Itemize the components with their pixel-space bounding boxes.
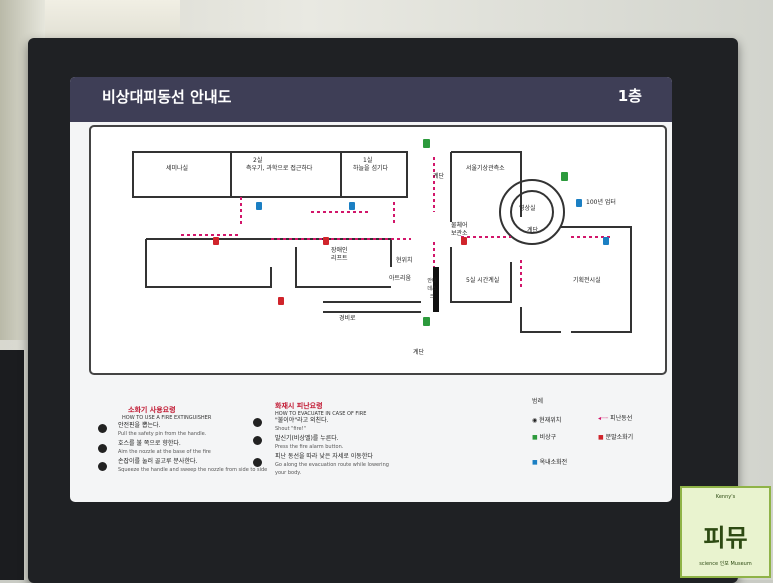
exit-sign-north bbox=[423, 139, 430, 148]
east-mid-wall bbox=[450, 247, 512, 303]
extinguisher-step-3-en: Squeeze the handle and sweep the nozzle … bbox=[118, 467, 268, 473]
route-arrow-icon: ◂┄┄ bbox=[598, 415, 609, 422]
evacuation-step-2-en: Press the fire alarm button. bbox=[275, 444, 344, 450]
fire-extinguisher-icon: ■ bbox=[598, 434, 604, 441]
hydrant-center bbox=[323, 237, 329, 245]
evacuation-step-1-ko: "불이야"라고 외친다. bbox=[275, 417, 329, 424]
exit-icon: ■ bbox=[532, 434, 538, 441]
legend-route-label: 피난동선 bbox=[610, 415, 633, 422]
extinguisher-step-2-ko: 호스를 불 쪽으로 향한다. bbox=[118, 440, 181, 447]
evacuation-title-en: HOW TO EVACUATE IN CASE OF FIRE bbox=[275, 411, 367, 417]
room-2-sub: 측우기, 과학으로 접근하다 bbox=[246, 165, 313, 172]
legend-current-label: 현재위치 bbox=[539, 417, 562, 424]
room-accessible-lift: 장애인 리프트 bbox=[331, 247, 348, 262]
logo-top-text: Kenny's bbox=[715, 494, 736, 500]
extinguisher-room1 bbox=[349, 202, 355, 210]
legend-route: ◂┄┄ 피난동선 bbox=[598, 413, 632, 422]
guard-room: 경비로 bbox=[339, 315, 356, 322]
hydrant-south bbox=[278, 297, 284, 305]
evacuation-step-2-icon bbox=[253, 436, 262, 445]
south-east-wall bbox=[520, 307, 561, 333]
east-north-wall bbox=[450, 151, 522, 222]
evacuation-step-1-en: Shout "fire!" bbox=[275, 426, 306, 432]
extinguisher-step-2: 호스를 불 쪽으로 향한다. Aim the nozzle at the bas… bbox=[118, 440, 211, 456]
logo-main-text: 피뮤 bbox=[703, 524, 748, 552]
extinguisher-step-2-icon bbox=[98, 444, 107, 453]
room-seminar: 세미나실 bbox=[166, 165, 189, 172]
southwest-wall bbox=[145, 239, 272, 288]
floor-plan-svg bbox=[132, 151, 632, 333]
extinguisher-east bbox=[576, 199, 582, 207]
evacuation-map-panel: 비상대피동선 안내도 1층 bbox=[70, 77, 672, 502]
room-planning: 기획전시실 bbox=[573, 277, 601, 284]
room-2: 2실 bbox=[253, 157, 263, 164]
legend-exit: ■ 비상구 bbox=[532, 432, 556, 441]
panel-title: 비상대피동선 안내도 bbox=[102, 88, 232, 106]
room-weather-obs: 서울기상관측소 bbox=[466, 165, 505, 172]
legend-extinguisher-label: 분말소화기 bbox=[605, 434, 634, 441]
hydrant-east bbox=[461, 237, 467, 245]
video-room-ring bbox=[499, 179, 565, 245]
evacuation-routes bbox=[181, 157, 611, 287]
extinguisher-step-3-ko: 손잡이를 눌러 골고루 분사한다. bbox=[118, 458, 198, 465]
room-video: 영상실 bbox=[519, 205, 536, 212]
device-edge bbox=[0, 350, 24, 580]
legend-title: 범례 bbox=[532, 398, 544, 405]
evacuation-step-1-icon bbox=[253, 418, 262, 427]
evacuation-title: 화재시 피난요령 bbox=[275, 402, 323, 410]
central-corridor-wall bbox=[146, 238, 392, 267]
planning-wall bbox=[561, 226, 632, 333]
walls bbox=[132, 151, 632, 333]
evacuation-step-3-icon bbox=[253, 458, 262, 467]
room-1-sub: 하늘을 섬기다 bbox=[353, 165, 389, 172]
extinguisher-step-2-en: Aim the nozzle at the base of the fire bbox=[118, 449, 211, 455]
evacuation-step-3-ko: 피난 동선을 따라 낮은 자세로 이동한다 bbox=[275, 453, 373, 460]
extinguisher-step-1-ko: 안전핀을 뽑는다. bbox=[118, 422, 161, 429]
hydrant-west bbox=[213, 237, 219, 245]
extinguisher-planning bbox=[603, 237, 609, 245]
room-1: 1실 bbox=[363, 157, 373, 164]
extinguisher-step-3: 손잡이를 눌러 골고루 분사한다. Squeeze the handle and… bbox=[118, 458, 278, 474]
evacuation-step-3: 피난 동선을 따라 낮은 자세로 이동한다 Go along the evacu… bbox=[275, 453, 395, 477]
video-room-circle bbox=[510, 190, 554, 234]
room-weather-center: 100년 업터 bbox=[586, 199, 616, 206]
extinguisher-step-3-icon bbox=[98, 462, 107, 471]
floor-label: 1층 bbox=[617, 87, 642, 105]
evacuation-step-3-en: Go along the evacuation route while lowe… bbox=[275, 462, 389, 476]
evacuation-step-1: "불이야"라고 외친다. Shout "fire!" bbox=[275, 417, 329, 433]
legend-hydrant: ■ 옥내소화전 bbox=[532, 457, 567, 466]
extinguisher-step-1-en: Pull the safety pin from the handle. bbox=[118, 431, 207, 437]
evacuation-step-2: 발신기(비상벨)를 누른다. Press the fire alarm butt… bbox=[275, 435, 343, 451]
extinguisher-title: 소화기 사용요령 bbox=[128, 406, 176, 414]
south-corridor bbox=[323, 301, 421, 313]
room-archive: 아트리움 bbox=[389, 275, 412, 282]
extinguisher-step-1: 안전핀을 뽑는다. Pull the safety pin from the h… bbox=[118, 422, 206, 438]
evacuation-step-2-ko: 발신기(비상벨)를 누른다. bbox=[275, 435, 339, 442]
legend-extinguisher: ■ 분말소화기 bbox=[598, 432, 633, 441]
stairs-top: 계단 bbox=[433, 173, 445, 180]
exit-sign-east bbox=[561, 172, 568, 181]
stairs-bottom: 계단 bbox=[413, 349, 425, 356]
hydrant-icon: ■ bbox=[532, 459, 538, 466]
legend-exit-label: 비상구 bbox=[539, 434, 557, 441]
north-wing-wall bbox=[132, 151, 408, 198]
room-storage: 물체어 보관소 bbox=[451, 222, 468, 237]
floor-map: 세미나실 2실 측우기, 과학으로 접근하다 1실 하늘을 섬기다 계단 서울기… bbox=[89, 125, 667, 375]
north-dividers bbox=[230, 152, 342, 197]
extinguisher-title-en: HOW TO USE A FIRE EXTINGUISHER bbox=[122, 415, 212, 421]
room-5: 5실 시간계실 bbox=[466, 277, 500, 284]
exit-sign-south bbox=[423, 317, 430, 326]
current-location: 현위치 bbox=[396, 257, 413, 264]
info-desk: 안내데스크 bbox=[427, 278, 437, 300]
extinguisher-room2 bbox=[256, 202, 262, 210]
restroom-wall bbox=[295, 247, 391, 288]
info-desk-block bbox=[433, 267, 439, 312]
logo-sub-text: science 인포 Museum bbox=[699, 561, 752, 567]
legend-current: ◉ 현재위치 bbox=[532, 417, 562, 424]
stairs-center: 계단 bbox=[527, 227, 539, 234]
watermark-logo: Kenny's 피뮤 science 인포 Museum bbox=[680, 486, 771, 578]
panel-header: 비상대피동선 안내도 1층 bbox=[70, 77, 672, 122]
legend-hydrant-label: 옥내소화전 bbox=[539, 459, 568, 466]
extinguisher-step-1-icon bbox=[98, 424, 107, 433]
